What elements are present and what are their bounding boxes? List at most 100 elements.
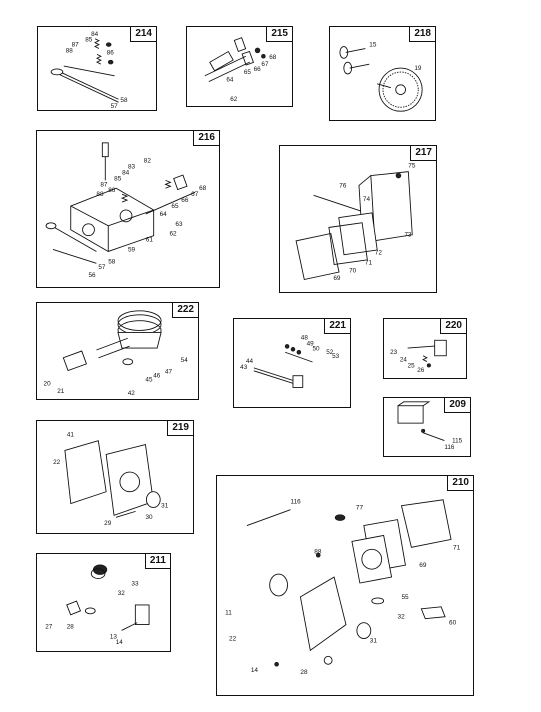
callout-label: 87	[100, 181, 108, 188]
panel-209: 209 115 116	[383, 397, 471, 457]
exploded-diagram-221: 48 49 50 52 53 44 43	[240, 335, 340, 388]
callout-label: 64	[226, 77, 234, 84]
callout-label: 84	[122, 169, 130, 176]
callout-label: 66	[254, 66, 262, 73]
callout-label: 68	[199, 185, 207, 192]
callout-label: 68	[269, 54, 277, 61]
callout-label: 53	[332, 353, 340, 360]
callout-label: 22	[53, 459, 61, 466]
valves	[339, 46, 370, 75]
exploded-diagram-217: 75 76 74 73 72 71 70 69	[295, 163, 416, 282]
gasket-set	[246, 499, 452, 667]
callout-label: 56	[89, 272, 97, 279]
callout-label: 50	[313, 345, 321, 352]
callout-label: 45	[145, 376, 153, 383]
callout-label: 86	[108, 187, 116, 194]
callout-label: 44	[246, 358, 254, 365]
valves-and-springs	[45, 174, 196, 264]
exploded-diagram-220: 23 24 25 26	[390, 339, 447, 374]
callout-label: 24	[400, 357, 407, 364]
callout-label: 29	[104, 520, 112, 527]
exploded-diagram-222: 54 47 46 45 42 20 21	[44, 310, 188, 397]
callout-label: 62	[230, 96, 238, 103]
callout-label: 65	[244, 69, 252, 76]
callout-label: 22	[229, 635, 237, 642]
cylinder-head	[70, 187, 155, 252]
exploded-diagram-211: 33 32 27 28 13 14	[45, 564, 150, 646]
exploded-diagram-216: 83 82 84 85 87 86 88 66 65 64 67 68 63 6…	[45, 142, 207, 279]
callout-label: 57	[98, 264, 106, 271]
panel-number: 214	[130, 26, 157, 42]
callout-label: 25	[408, 362, 415, 369]
rocker-arm-shaft	[50, 65, 119, 103]
callout-label: 27	[45, 623, 53, 630]
rocker-arm-assembly	[204, 37, 266, 83]
panel-number: 218	[409, 26, 436, 42]
throttle-lever	[407, 339, 447, 368]
callout-label: 58	[108, 258, 116, 265]
panel-220: 220 23 24 25 26	[383, 318, 467, 379]
piston-and-rod	[62, 310, 162, 372]
callout-label: 67	[191, 191, 199, 198]
callout-label: 46	[153, 372, 161, 379]
callout-label: 65	[171, 203, 179, 210]
panel-number: 219	[167, 420, 194, 436]
panel-number: 209	[444, 397, 471, 413]
exploded-diagram-218: 15 19	[339, 42, 423, 112]
governor-assembly	[253, 344, 313, 388]
callout-label: 26	[417, 367, 424, 374]
panel-number: 221	[324, 318, 351, 334]
callout-label: 49	[307, 340, 315, 347]
callout-label: 31	[161, 502, 169, 509]
callout-label: 88	[96, 191, 104, 198]
callout-label: 13	[110, 633, 118, 640]
callout-label: 43	[240, 364, 248, 371]
exploded-diagram-215: 68 67 66 65 64 62	[204, 37, 277, 103]
callout-label: 88	[314, 548, 322, 555]
exploded-diagram-214: 84 85 87 88 86 58 57	[50, 31, 128, 110]
callout-label: 73	[404, 232, 412, 239]
callout-label: 28	[300, 669, 308, 676]
panel-210: 210 116 77 71 69 88 55 11 32 60 22 31 14	[216, 475, 474, 696]
callout-label: 72	[375, 250, 383, 257]
exploded-diagram-219: 41 22 31 30 29	[53, 432, 169, 527]
callout-label: 83	[128, 164, 136, 171]
panel-number: 215	[266, 26, 293, 42]
exploded-diagram-209: 115 116	[397, 401, 463, 451]
callout-label: 41	[67, 432, 75, 439]
crankcase-cover	[64, 440, 161, 518]
callout-label: 116	[290, 499, 301, 506]
panel-222: 222 54 47 46 45 42 20 21	[36, 302, 199, 400]
callout-label: 32	[398, 614, 406, 621]
panel-number: 216	[193, 130, 220, 146]
callout-label: 88	[66, 47, 74, 54]
callout-label: 47	[165, 369, 173, 376]
panel-219: 219 41 22 31 30 29	[36, 420, 194, 534]
callout-label: 14	[251, 667, 259, 674]
callout-label: 60	[449, 620, 457, 627]
callout-label: 75	[408, 163, 416, 170]
panel-211: 211 33 32 27 28 13 14	[36, 553, 171, 652]
callout-label: 28	[67, 623, 75, 630]
callout-label: 87	[72, 42, 80, 49]
exploded-diagram-210: 116 77 71 69 88 55 11 32 60 22 31 14 28	[225, 499, 460, 676]
panel-218: 218 15 19	[329, 26, 436, 121]
callout-label: 32	[118, 590, 126, 597]
callout-label: 15	[369, 42, 377, 49]
callout-label: 76	[339, 182, 347, 189]
callout-label: 20	[44, 380, 52, 387]
panel-214: 214 84 85 87 88 86 58 57	[37, 26, 157, 111]
callout-label: 116	[444, 444, 455, 451]
callout-label: 21	[57, 388, 65, 395]
callout-label: 58	[120, 97, 128, 104]
callout-label: 69	[333, 275, 341, 282]
callout-label: 82	[144, 158, 152, 165]
callout-label: 30	[145, 514, 153, 521]
callout-label: 74	[363, 196, 371, 203]
panel-number: 220	[440, 318, 467, 334]
callout-label: 86	[107, 49, 115, 56]
callout-label: 85	[85, 37, 93, 44]
panel-number: 211	[144, 553, 171, 569]
callout-label: 63	[175, 221, 183, 228]
callout-label: 85	[114, 175, 122, 182]
